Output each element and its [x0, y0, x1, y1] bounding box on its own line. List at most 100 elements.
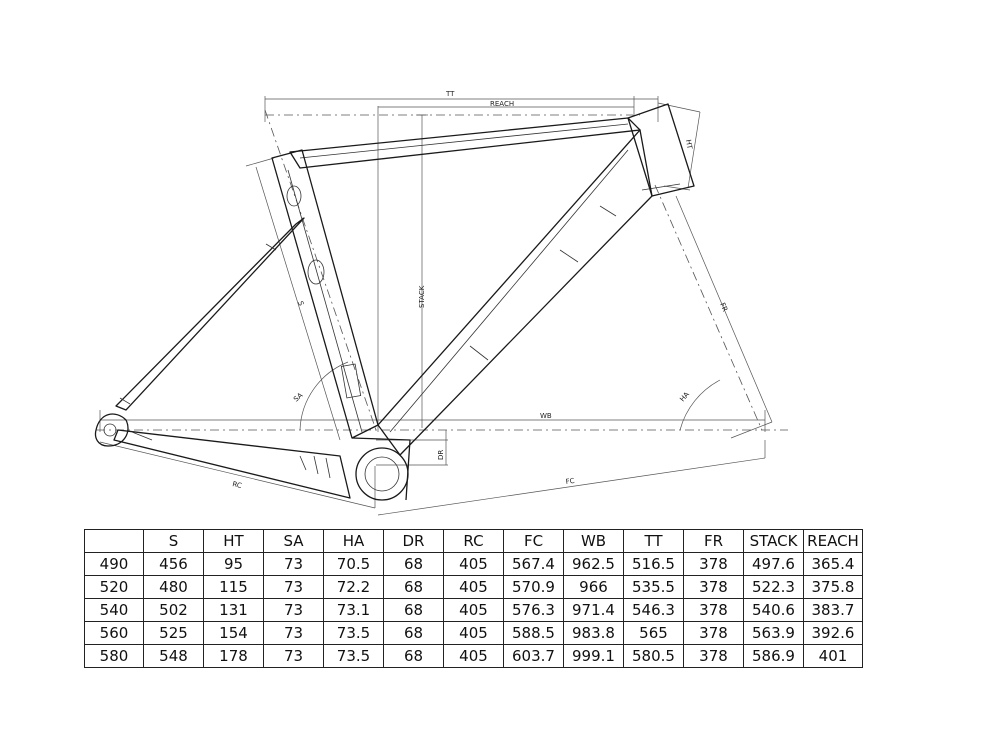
label-reach: REACH: [490, 100, 514, 108]
table-cell: 154: [203, 621, 264, 645]
table-cell: 570.9: [503, 575, 564, 599]
table-cell: 73: [263, 552, 324, 576]
table-cell: 548: [143, 644, 204, 668]
header-cell-stack: STACK: [743, 529, 804, 553]
table-cell: 73.5: [323, 644, 384, 668]
table-cell: 131: [203, 598, 264, 622]
table-cell: 522.3: [743, 575, 804, 599]
table-cell: 405: [443, 621, 504, 645]
table-cell: 962.5: [563, 552, 624, 576]
header-cell-reach: REACH: [803, 529, 863, 553]
frame-geometry-diagram: TT REACH HT STACK S FR SA HA WB DR RC FC: [94, 90, 788, 516]
table-cell: 405: [443, 598, 504, 622]
table-cell: 490: [84, 552, 144, 576]
table-cell: 546.3: [623, 598, 684, 622]
table-cell: 68: [383, 644, 444, 668]
table-cell: 68: [383, 598, 444, 622]
table-cell: 966: [563, 575, 624, 599]
table-cell: 178: [203, 644, 264, 668]
table-cell: 983.8: [563, 621, 624, 645]
table-header-row: S HT SA HA DR RC FC WB TT FR STACK REACH: [84, 529, 863, 553]
label-rc: RC: [232, 480, 243, 490]
label-fr: FR: [718, 302, 729, 313]
label-wb: WB: [540, 412, 552, 420]
table-cell: 68: [383, 575, 444, 599]
table-cell: 971.4: [563, 598, 624, 622]
table-cell: 68: [383, 621, 444, 645]
table-cell: 383.7: [803, 598, 863, 622]
table-cell: 73: [263, 598, 324, 622]
table-cell: 588.5: [503, 621, 564, 645]
table-cell: 73: [263, 575, 324, 599]
table-cell: 603.7: [503, 644, 564, 668]
table-cell: 405: [443, 552, 504, 576]
table-cell: 497.6: [743, 552, 804, 576]
table-cell: 565: [623, 621, 684, 645]
header-cell-s: S: [143, 529, 204, 553]
table-cell: 520: [84, 575, 144, 599]
table-cell: 378: [683, 552, 744, 576]
table-cell: 502: [143, 598, 204, 622]
table-cell: 999.1: [563, 644, 624, 668]
label-sa: SA: [292, 391, 304, 403]
table-cell: 365.4: [803, 552, 863, 576]
label-ha: HA: [678, 390, 691, 403]
table-cell: 73.5: [323, 621, 384, 645]
table-cell: 576.3: [503, 598, 564, 622]
table-cell: 480: [143, 575, 204, 599]
header-cell-tt: TT: [623, 529, 684, 553]
geometry-table: S HT SA HA DR RC FC WB TT FR STACK REACH…: [84, 529, 863, 668]
header-cell-fr: FR: [683, 529, 744, 553]
header-cell-wb: WB: [563, 529, 624, 553]
table-cell: 72.2: [323, 575, 384, 599]
table-cell: 95: [203, 552, 264, 576]
label-fc: FC: [565, 477, 575, 486]
table-cell: 375.8: [803, 575, 863, 599]
table-cell: 73: [263, 644, 324, 668]
header-cell-fc: FC: [503, 529, 564, 553]
dimension-lines: [96, 96, 788, 516]
table-cell: 405: [443, 575, 504, 599]
bike-frame: [94, 103, 695, 501]
table-cell: 405: [443, 644, 504, 668]
header-cell-size: [84, 529, 144, 553]
table-cell: 73.1: [323, 598, 384, 622]
table-cell: 535.5: [623, 575, 684, 599]
table-cell: 540: [84, 598, 144, 622]
header-cell-ht: HT: [203, 529, 264, 553]
header-cell-sa: SA: [263, 529, 324, 553]
table-cell: 567.4: [503, 552, 564, 576]
table-cell: 73: [263, 621, 324, 645]
table-cell: 516.5: [623, 552, 684, 576]
table-cell: 560: [84, 621, 144, 645]
table-cell: 115: [203, 575, 264, 599]
table-cell: 580: [84, 644, 144, 668]
label-stack: STACK: [418, 285, 426, 308]
header-cell-ha: HA: [323, 529, 384, 553]
table-cell: 540.6: [743, 598, 804, 622]
table-cell: 378: [683, 575, 744, 599]
label-ht: HT: [684, 139, 694, 150]
table-cell: 401: [803, 644, 863, 668]
table-cell: 378: [683, 644, 744, 668]
label-tt: TT: [445, 90, 455, 98]
header-cell-rc: RC: [443, 529, 504, 553]
table-cell: 456: [143, 552, 204, 576]
label-dr: DR: [437, 450, 445, 460]
table-cell: 525: [143, 621, 204, 645]
table-cell: 580.5: [623, 644, 684, 668]
header-cell-dr: DR: [383, 529, 444, 553]
table-cell: 392.6: [803, 621, 863, 645]
table-cell: 378: [683, 621, 744, 645]
table-cell: 70.5: [323, 552, 384, 576]
table-cell: 586.9: [743, 644, 804, 668]
table-cell: 68: [383, 552, 444, 576]
label-s: S: [296, 300, 305, 307]
table-cell: 378: [683, 598, 744, 622]
